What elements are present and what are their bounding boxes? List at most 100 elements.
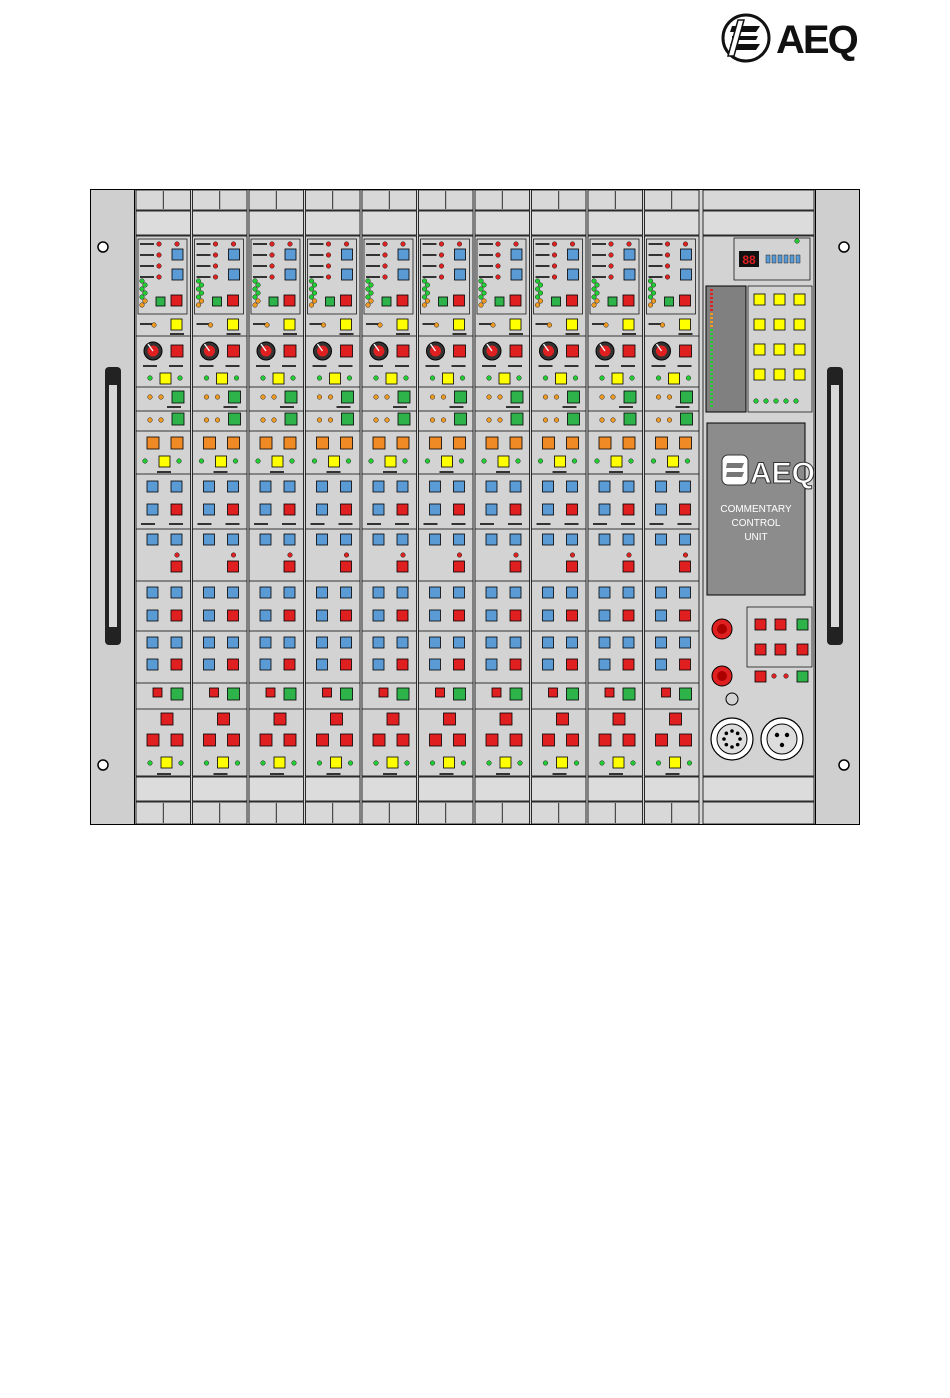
key-button[interactable] — [397, 610, 408, 621]
key-button[interactable] — [171, 504, 182, 515]
key-button[interactable] — [329, 456, 340, 467]
key-button[interactable] — [611, 456, 622, 467]
key-button[interactable] — [341, 561, 352, 572]
key-button[interactable] — [171, 481, 182, 492]
key-button[interactable] — [454, 534, 465, 545]
key-button[interactable] — [172, 249, 183, 260]
key-button[interactable] — [543, 587, 554, 598]
key-button[interactable] — [599, 481, 610, 492]
key-button[interactable] — [171, 637, 182, 648]
key-button[interactable] — [510, 659, 521, 670]
key-button[interactable] — [510, 561, 521, 572]
key-button[interactable] — [430, 637, 441, 648]
key-button[interactable] — [511, 391, 523, 403]
key-button[interactable] — [397, 587, 408, 598]
key-button[interactable] — [510, 734, 522, 746]
key-button[interactable] — [567, 504, 578, 515]
key-button[interactable] — [373, 587, 384, 598]
key-button[interactable] — [680, 688, 692, 700]
key-button[interactable] — [341, 587, 352, 598]
key-button[interactable] — [454, 561, 465, 572]
key-button[interactable] — [317, 587, 328, 598]
key-button[interactable] — [260, 534, 271, 545]
key-button[interactable] — [285, 269, 296, 280]
key-button[interactable] — [430, 734, 442, 746]
key-button[interactable] — [284, 504, 295, 515]
key-button[interactable] — [656, 437, 668, 449]
key-button[interactable] — [623, 319, 634, 330]
key-button[interactable] — [656, 637, 667, 648]
key-button[interactable] — [284, 437, 296, 449]
key-button[interactable] — [623, 637, 634, 648]
key-button[interactable] — [510, 587, 521, 598]
key-button[interactable] — [147, 734, 159, 746]
key-button[interactable] — [797, 671, 808, 682]
knob-cap[interactable] — [717, 671, 727, 681]
key-button[interactable] — [229, 249, 240, 260]
key-button[interactable] — [204, 504, 215, 515]
key-button[interactable] — [430, 534, 441, 545]
knob-cap[interactable] — [717, 624, 727, 634]
key-button[interactable] — [228, 688, 240, 700]
key-button[interactable] — [680, 345, 692, 357]
key-button[interactable] — [656, 659, 667, 670]
key-button[interactable] — [500, 713, 512, 725]
key-button[interactable] — [260, 587, 271, 598]
key-button[interactable] — [397, 481, 408, 492]
key-button[interactable] — [567, 319, 578, 330]
key-button[interactable] — [775, 644, 786, 655]
key-button[interactable] — [260, 481, 271, 492]
key-button[interactable] — [774, 344, 785, 355]
key-button[interactable] — [398, 249, 409, 260]
key-button[interactable] — [680, 734, 692, 746]
dip-switch[interactable] — [796, 255, 800, 263]
key-button[interactable] — [543, 534, 554, 545]
key-button[interactable] — [342, 391, 354, 403]
key-button[interactable] — [331, 713, 343, 725]
key-button[interactable] — [156, 297, 165, 306]
key-button[interactable] — [284, 561, 295, 572]
dip-switch[interactable] — [784, 255, 788, 263]
key-button[interactable] — [543, 659, 554, 670]
key-button[interactable] — [342, 269, 353, 280]
key-button[interactable] — [331, 757, 342, 768]
key-button[interactable] — [455, 269, 466, 280]
key-button[interactable] — [284, 610, 295, 621]
key-button[interactable] — [680, 437, 692, 449]
key-button[interactable] — [511, 249, 522, 260]
key-button[interactable] — [599, 437, 611, 449]
key-button[interactable] — [397, 319, 408, 330]
key-button[interactable] — [373, 637, 384, 648]
key-button[interactable] — [216, 456, 227, 467]
key-button[interactable] — [567, 561, 578, 572]
key-button[interactable] — [398, 391, 410, 403]
key-button[interactable] — [397, 561, 408, 572]
key-button[interactable] — [680, 295, 691, 306]
key-button[interactable] — [172, 269, 183, 280]
key-button[interactable] — [500, 757, 511, 768]
key-button[interactable] — [373, 504, 384, 515]
key-button[interactable] — [510, 504, 521, 515]
key-button[interactable] — [486, 504, 497, 515]
key-button[interactable] — [510, 295, 521, 306]
key-button[interactable] — [623, 659, 634, 670]
key-button[interactable] — [439, 297, 448, 306]
key-button[interactable] — [623, 345, 635, 357]
dip-switch[interactable] — [778, 255, 782, 263]
key-button[interactable] — [342, 413, 354, 425]
key-button[interactable] — [623, 688, 635, 700]
key-button[interactable] — [567, 437, 579, 449]
key-button[interactable] — [775, 619, 786, 630]
key-button[interactable] — [317, 637, 328, 648]
key-button[interactable] — [266, 688, 275, 697]
key-button[interactable] — [204, 437, 216, 449]
key-button[interactable] — [317, 437, 329, 449]
key-button[interactable] — [568, 269, 579, 280]
key-button[interactable] — [341, 295, 352, 306]
key-button[interactable] — [443, 373, 454, 384]
key-button[interactable] — [204, 637, 215, 648]
key-button[interactable] — [454, 610, 465, 621]
key-button[interactable] — [605, 688, 614, 697]
key-button[interactable] — [662, 688, 671, 697]
key-button[interactable] — [510, 437, 522, 449]
